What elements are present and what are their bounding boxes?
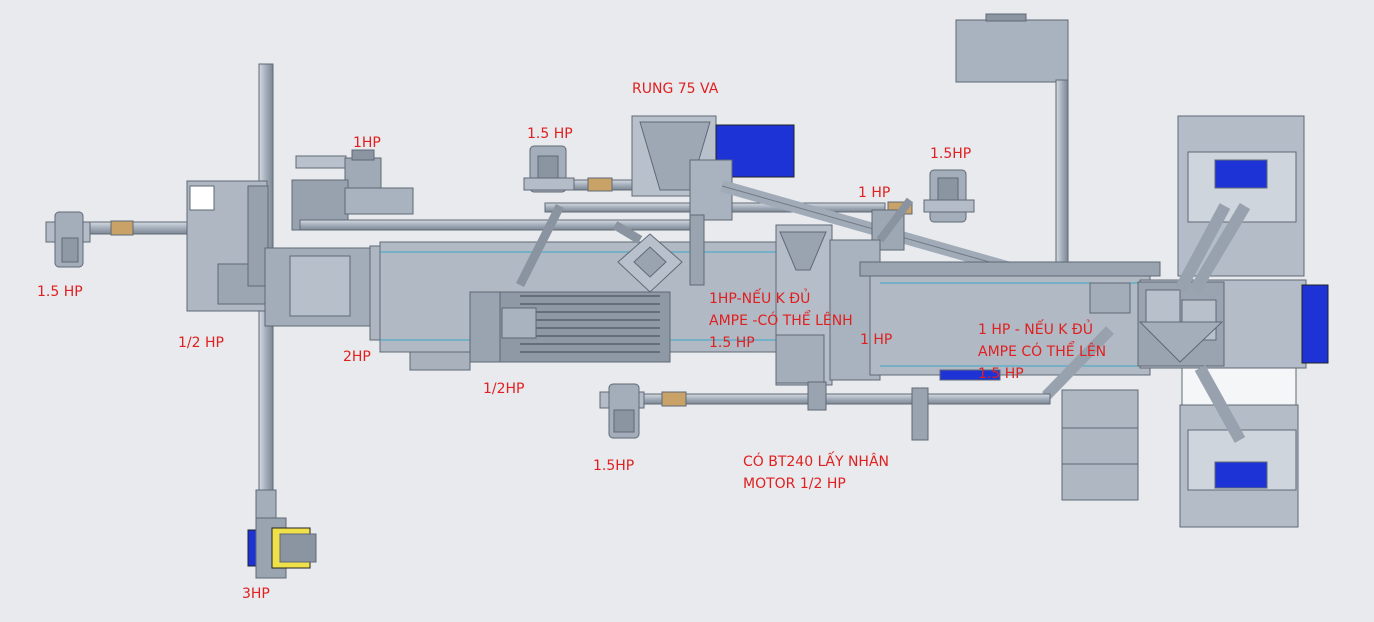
note-1hp-right-line2: AMPE CÓ THỂ LÊN	[978, 344, 1107, 360]
right-drum-assembly	[1137, 279, 1329, 369]
control-box	[955, 13, 1069, 271]
motor-1hp-top	[291, 149, 414, 231]
rotary-valve	[612, 221, 683, 293]
note-1hp-right-line1: 1 HP - NẾU K ĐỦ	[978, 322, 1094, 338]
diagonal-pipe-1-2hp	[515, 203, 565, 288]
label-fan-left: 1.5 HP	[37, 284, 83, 300]
label-1hp-center: 1 HP	[860, 332, 893, 348]
label-fan-mid-top: 1.5 HP	[527, 126, 573, 142]
label-half-hp-mid: 1/2HP	[483, 381, 525, 397]
blower-3hp	[247, 489, 317, 579]
note-1hp-left-line2: AMPE -CÓ THỂ LÊNH	[709, 313, 853, 329]
note-1hp-left-line3: 1.5 HP	[709, 335, 755, 351]
fan-left-1-5hp	[45, 211, 191, 268]
fan-bottom-1-5hp	[599, 383, 645, 439]
label-motor-1hp-top: 1HP	[353, 135, 381, 151]
label-3hp: 3HP	[242, 586, 270, 602]
label-fan-right-top: 1.5HP	[930, 146, 972, 162]
left-frame-1-2hp	[186, 180, 279, 312]
label-2hp: 2HP	[343, 349, 371, 365]
right-lower-frame	[1179, 365, 1299, 528]
label-motor-1hp-mid: 1 HP	[858, 185, 891, 201]
fan-mid-top-1-5hp	[523, 145, 641, 193]
bottom-pipe	[639, 393, 1051, 405]
note-1hp-left-line1: 1HP-NẾU K ĐỦ	[709, 291, 811, 307]
note-1hp-right-line3: 1.5 HP	[978, 366, 1024, 382]
right-upper-frame	[1174, 115, 1305, 294]
label-half-hp-left: 1/2 HP	[178, 335, 224, 351]
upper-long-pipe	[299, 219, 691, 231]
note-bt240-line1: CÓ BT240 LẤY NHÂN	[743, 454, 890, 470]
note-bt240-line2: MOTOR 1/2 HP	[743, 476, 846, 492]
right-bottom-cabinet	[1042, 326, 1139, 501]
label-rung-75va: RUNG 75 VA	[632, 81, 719, 97]
right-conveyor	[859, 261, 1161, 381]
central-conveyor	[379, 241, 781, 363]
label-fan-bottom: 1.5HP	[593, 458, 635, 474]
